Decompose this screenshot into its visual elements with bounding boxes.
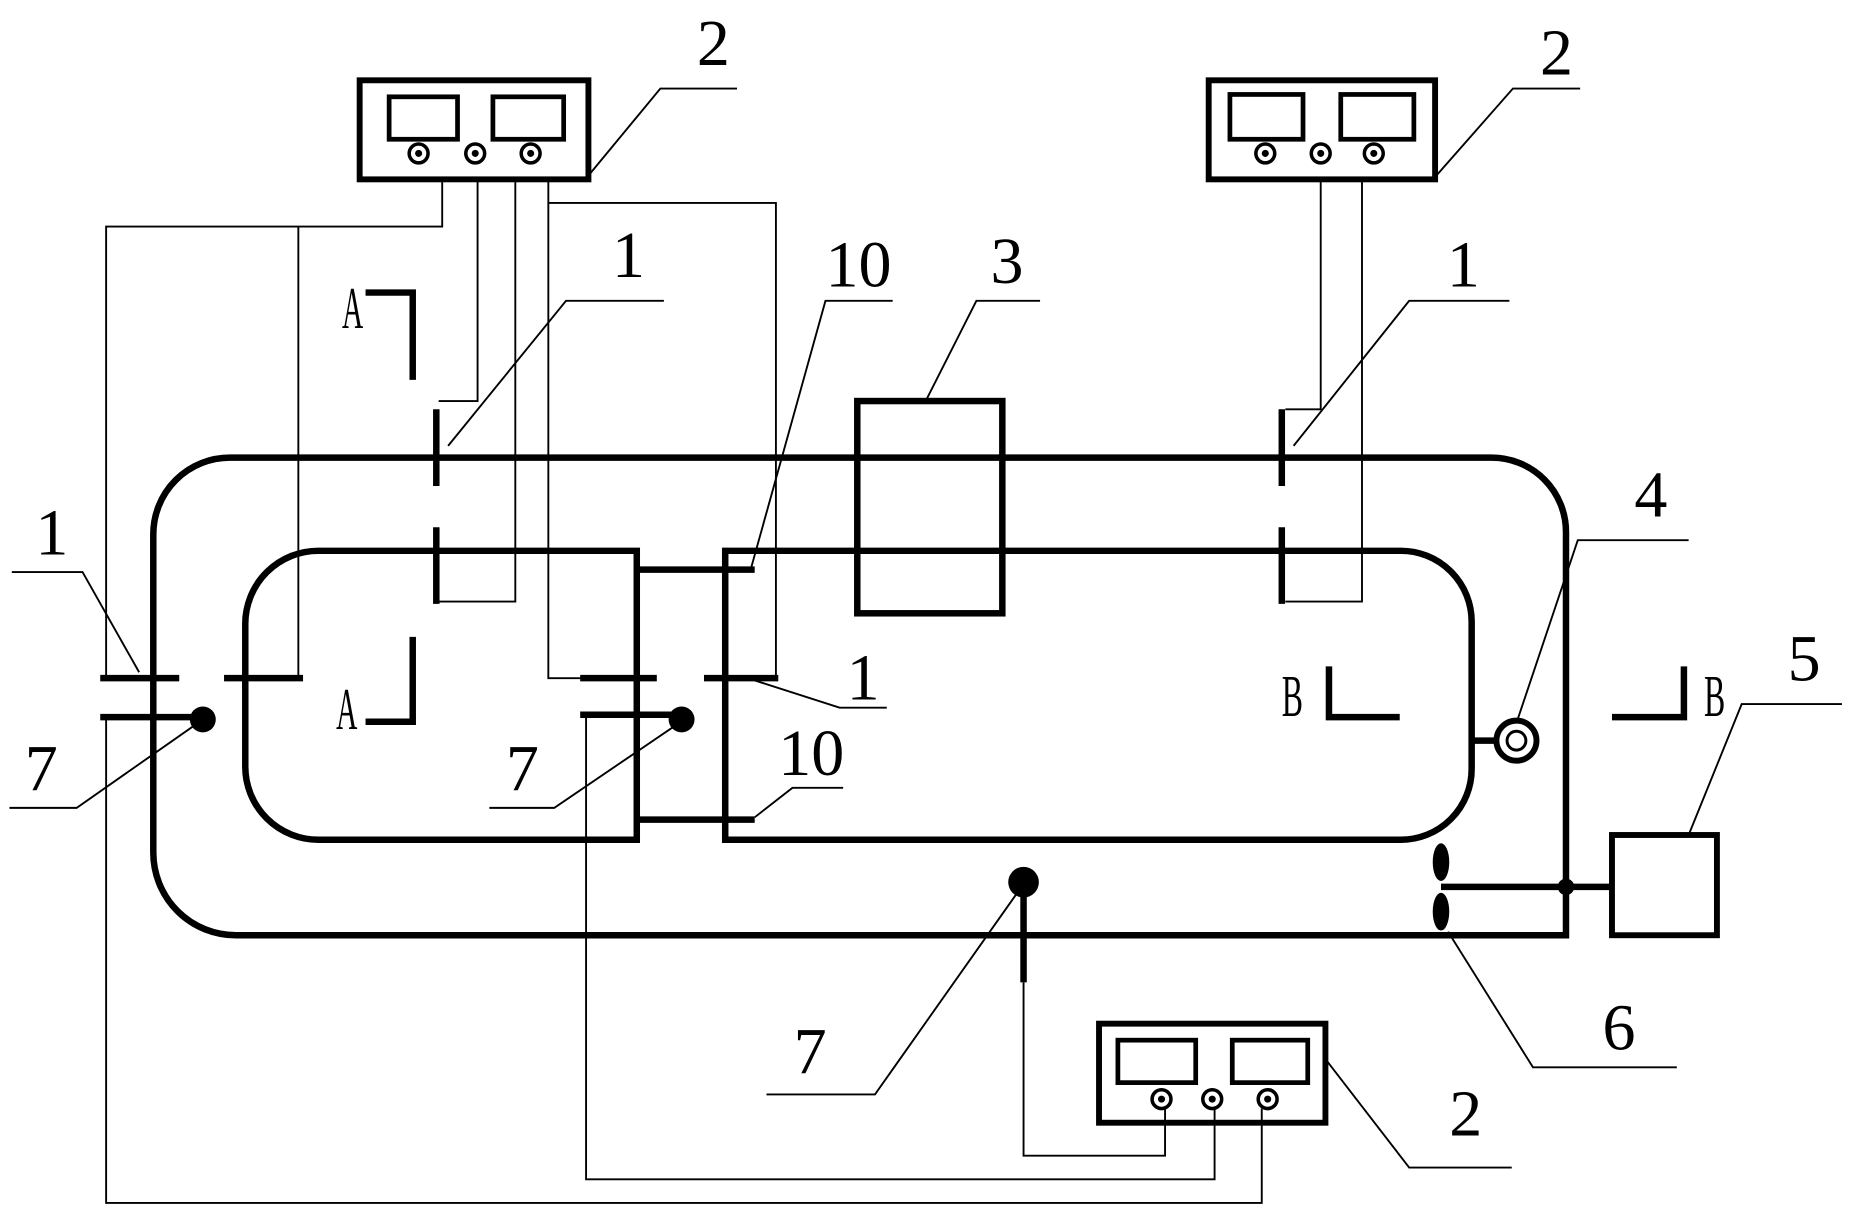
leader-instrument-top-left [587, 89, 737, 177]
section-b-right-bracket [1612, 666, 1684, 717]
callout-component-6: 6 [1603, 992, 1636, 1065]
leader-instrument-bottom [1325, 1059, 1511, 1167]
callout-flange-left: 1 [35, 496, 68, 569]
section-a-top-label: A [342, 275, 363, 341]
sensor-left-dot [190, 706, 216, 732]
instrument-knob-center [1317, 150, 1324, 157]
instrument-box-top-right [1209, 80, 1435, 179]
callout-component-5: 5 [1788, 623, 1821, 696]
instrument-screen-left [1230, 94, 1303, 139]
instrument-screen-right [1341, 94, 1414, 139]
leader-connector-bottom [755, 788, 843, 817]
leader-component-6 [1448, 932, 1677, 1068]
section-b-left-bracket [1329, 666, 1400, 717]
instrument-screen-right [493, 97, 564, 139]
leader-component-4 [1518, 540, 1689, 719]
callout-instrument-top-right: 2 [1540, 16, 1573, 89]
wire-to-middle-flange [548, 179, 583, 678]
callout-connector-bottom: 10 [778, 717, 844, 790]
callout-flange-middle: 1 [847, 641, 880, 714]
instrument-box-bottom [1099, 1024, 1325, 1123]
callout-labels: 2 2 1 10 3 1 4 5 1 7 7 1 10 7 6 2 [25, 7, 1821, 1151]
instrument-knob-center [472, 150, 479, 157]
wire-to-top-right-outer-flange [1285, 179, 1320, 409]
wire-to-middle-right-flange [548, 203, 776, 678]
instrument-knob-center [1209, 1096, 1216, 1103]
callout-flange-top-right: 1 [1447, 229, 1480, 302]
leader-flange-top-left [448, 301, 664, 446]
callout-component-4: 4 [1634, 459, 1667, 532]
inner-left-loop-pipe [245, 551, 636, 840]
junction-dot [1558, 879, 1575, 896]
component-4 [1472, 721, 1537, 761]
instrument-box-top-left [360, 80, 589, 179]
component-5-6 [1433, 835, 1717, 935]
leader-component-3 [926, 301, 1040, 401]
component-6-valve-upper [1433, 843, 1450, 881]
instrument-knob-center [527, 150, 534, 157]
section-b-right-label: B [1704, 663, 1725, 729]
wire-to-top-right-inner-flange [1285, 179, 1362, 601]
instrument-knob-center [415, 150, 422, 157]
section-b-left-label: B [1282, 663, 1303, 729]
component-5-box [1612, 835, 1717, 935]
leader-connector-top [750, 301, 893, 572]
instrument-screen-left [1118, 1040, 1196, 1082]
wire-left-to-bottom-instrument [106, 717, 1262, 1203]
section-a-top-bracket [366, 293, 413, 380]
sensors [190, 706, 1039, 982]
instrument-screen-right [1232, 1040, 1307, 1082]
leader-flange-left [12, 572, 139, 672]
section-marks: A A B B [336, 275, 1725, 742]
callout-sensor-bottom: 7 [794, 1015, 827, 1088]
instrument-screen-left [389, 97, 457, 139]
instrument-knob-center [1264, 1096, 1271, 1103]
callout-instrument-top-left: 2 [697, 7, 730, 80]
section-a-bottom-bracket [366, 637, 413, 722]
inner-right-loop-pipe [725, 551, 1471, 840]
callout-sensor-left: 7 [25, 732, 58, 805]
wire-to-top-left-outer-flange [439, 179, 478, 401]
callout-sensor-middle: 7 [506, 732, 539, 805]
leader-flange-top-right [1294, 301, 1510, 446]
instrument-knob-center [1370, 150, 1377, 157]
instrument-knob-center [1262, 150, 1269, 157]
section-a-bottom-label: A [336, 676, 357, 742]
callout-flange-top-left: 1 [612, 219, 645, 292]
component-4-inner-ring [1507, 731, 1526, 750]
callout-instrument-bottom: 2 [1449, 1078, 1482, 1151]
component-3-box [857, 401, 1002, 613]
leader-instrument-top-right [1435, 89, 1580, 177]
callout-connector-top: 10 [825, 229, 891, 302]
callout-component-3: 3 [991, 225, 1024, 298]
instrument-knob-center [1158, 1096, 1165, 1103]
component-6-valve-lower [1433, 893, 1450, 931]
